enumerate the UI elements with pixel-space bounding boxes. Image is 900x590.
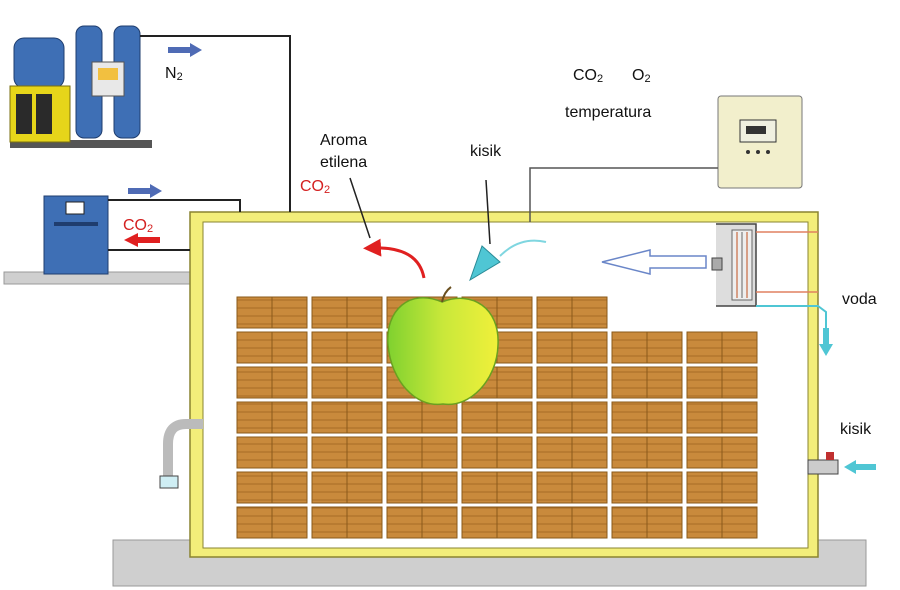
kisik-top-label: kisik <box>470 143 502 160</box>
co2-sensor-label: CO2 <box>573 67 603 85</box>
o2-sensor-label: O2 <box>632 67 651 85</box>
nitrogen-flow-arrow <box>168 43 202 57</box>
co2-inflow-arrow <box>128 184 162 198</box>
nitrogen-pipe <box>140 35 291 212</box>
apple-icon <box>387 286 499 406</box>
nitrogen-generator-icon <box>9 25 152 148</box>
water-drain-pipe <box>756 305 827 330</box>
inlet-valve-icon <box>807 459 839 475</box>
n2-label: N2 <box>165 65 183 83</box>
oxygen-intake-cone <box>469 245 501 282</box>
oxygen-inlet-arrow <box>844 460 876 474</box>
water-drop-arrow <box>819 328 833 356</box>
siphon-trap <box>163 419 203 476</box>
cold-air-arrow <box>601 249 707 275</box>
co2-pipe-top <box>108 199 241 212</box>
co2-outflow-arrow <box>124 233 160 247</box>
inlet-valve-handle <box>826 452 834 460</box>
temperatura-label: temperatura <box>565 104 651 121</box>
aroma-flow-arrow <box>363 238 426 279</box>
sensor-wire <box>529 167 718 222</box>
kisik-right-label: kisik <box>840 421 872 438</box>
siphon-cup <box>159 475 179 489</box>
co2-aroma-label: CO2 <box>300 178 330 196</box>
co2-scrubber-icon <box>43 195 109 275</box>
voda-label: voda <box>842 291 877 308</box>
aroma-pointer-line <box>349 177 371 239</box>
etilena-label: etilena <box>320 154 367 171</box>
co2-left-label: CO2 <box>123 217 153 235</box>
aroma-label: Aroma <box>320 132 367 149</box>
oxygen-pointer-line <box>485 179 491 245</box>
control-panel-icon <box>717 95 803 189</box>
oxygen-flow-curve <box>499 239 547 257</box>
evaporator-icon <box>711 223 757 307</box>
